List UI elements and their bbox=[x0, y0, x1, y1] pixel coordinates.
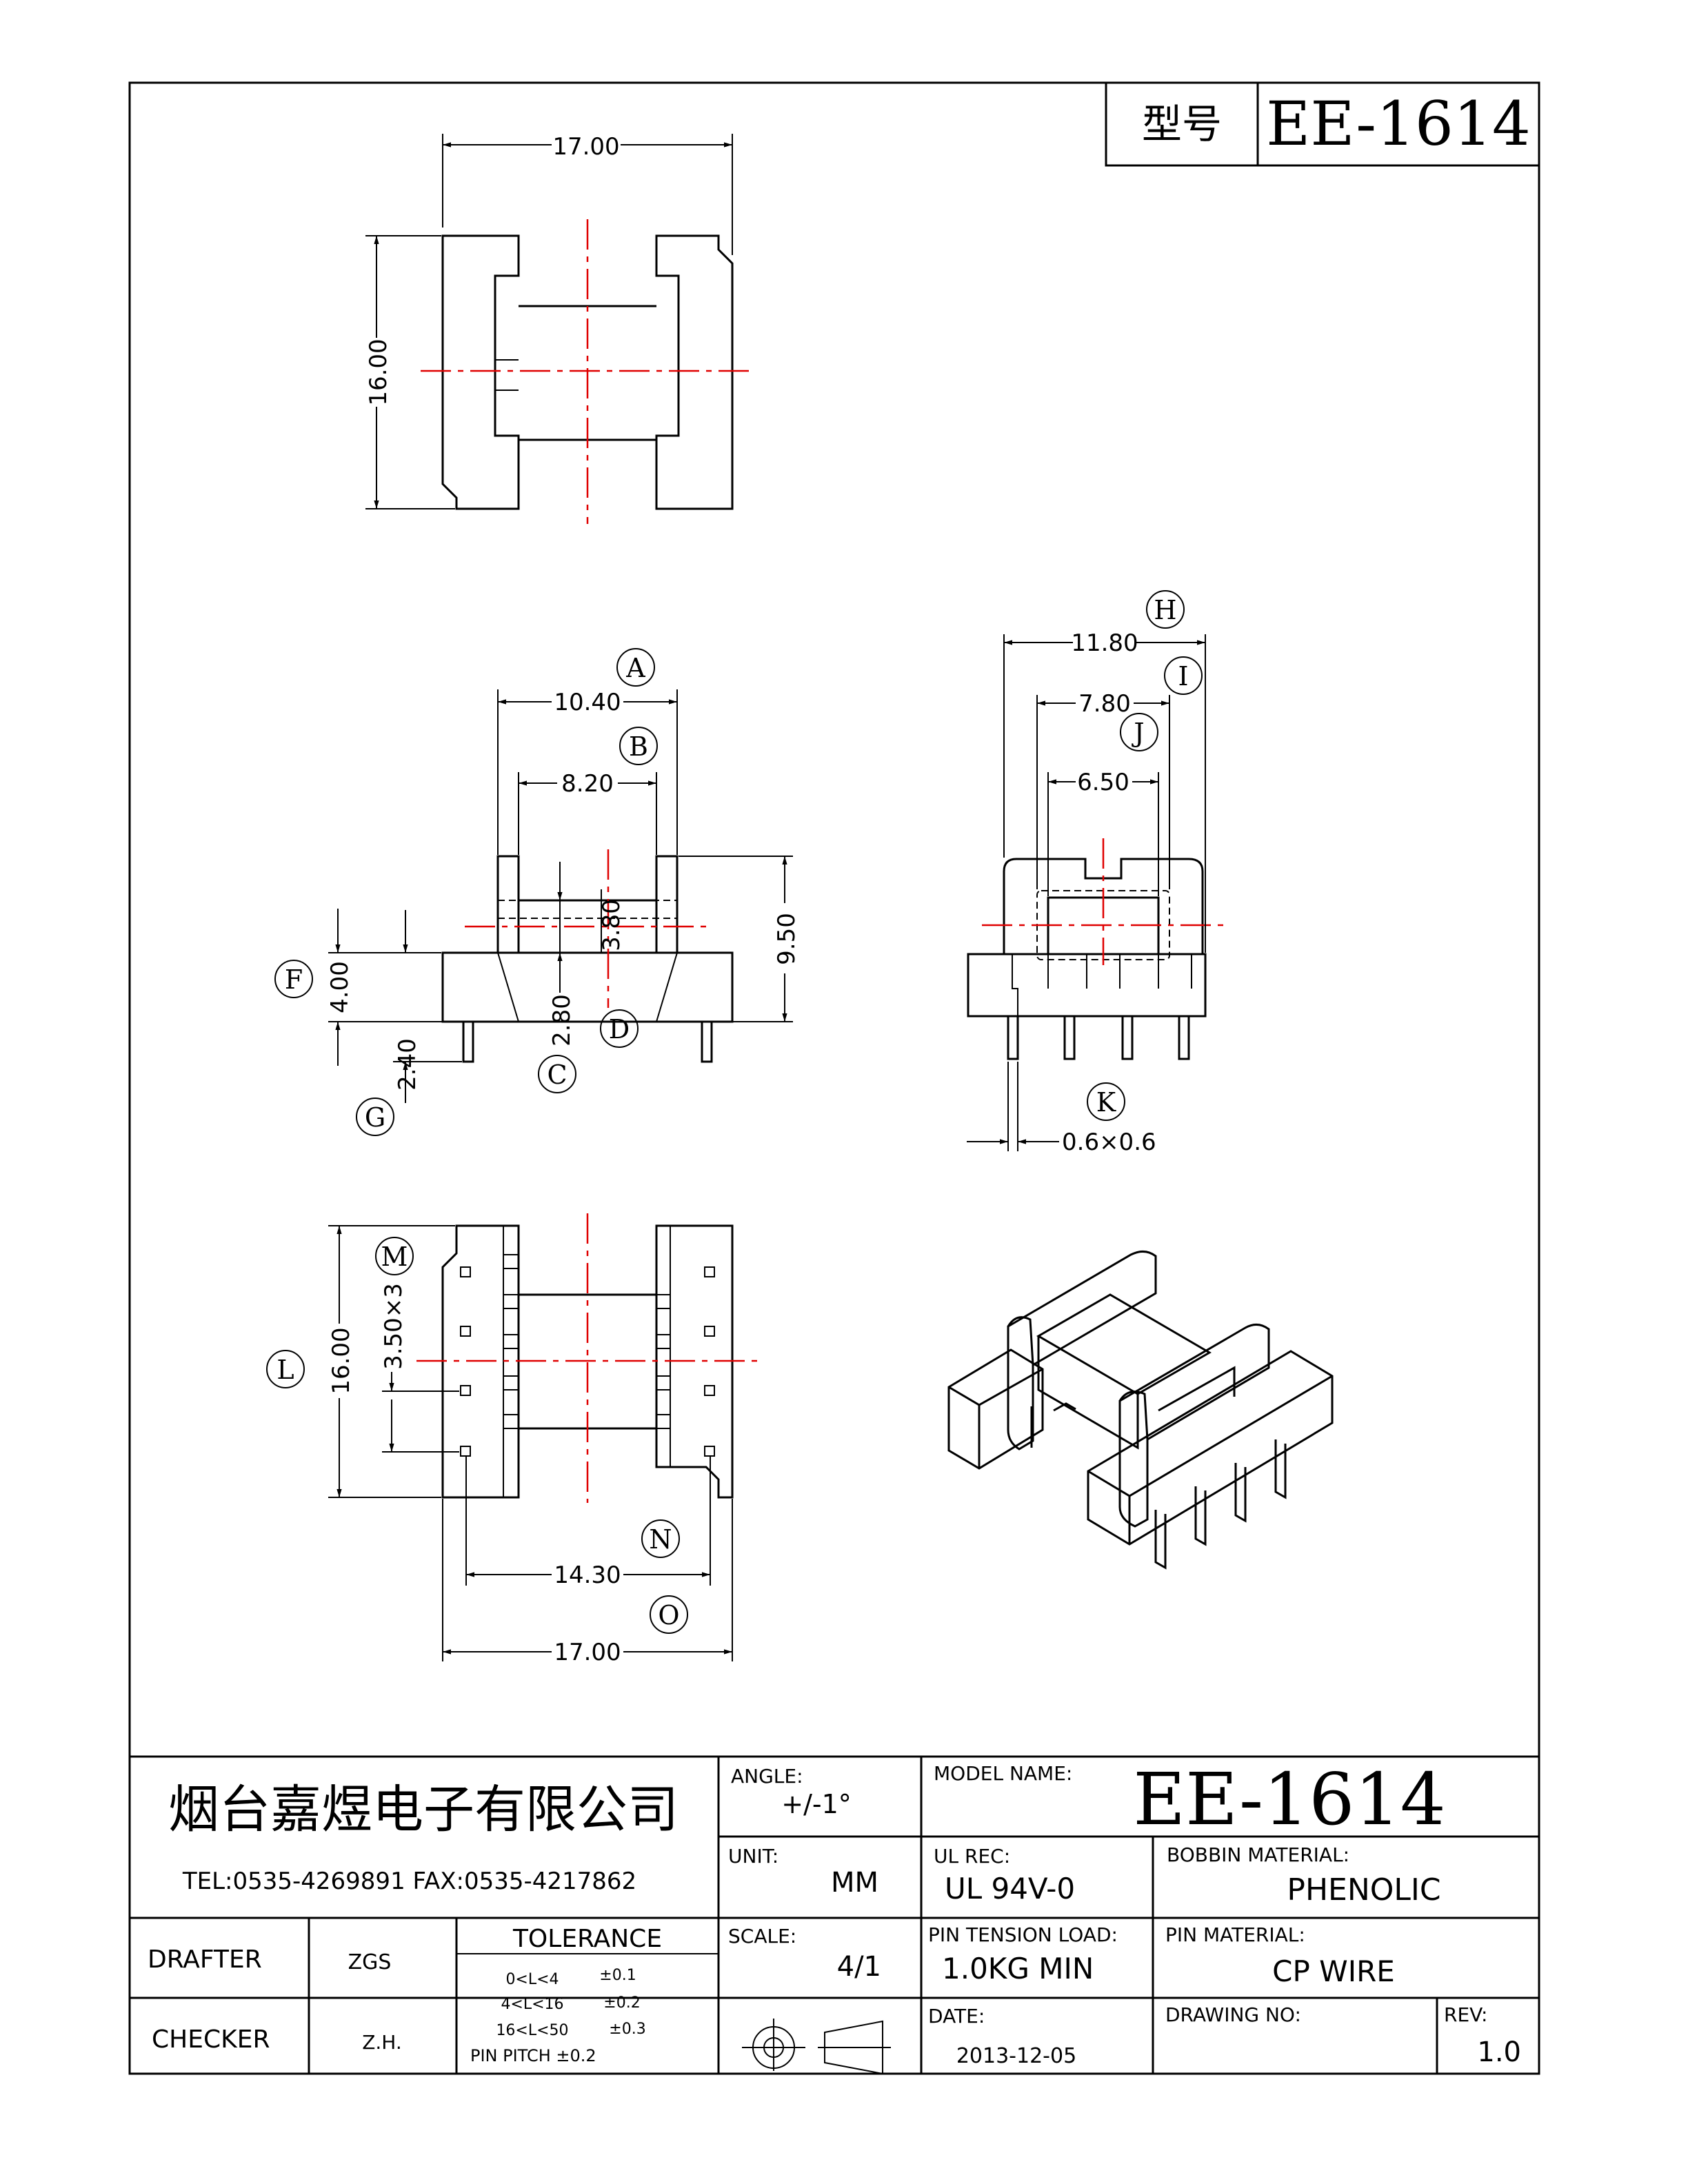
callout-b: B bbox=[629, 731, 648, 762]
rev-label: REV: bbox=[1444, 2003, 1487, 2026]
angle-label: ANGLE: bbox=[731, 1765, 803, 1788]
front-dim-d: 3.80 bbox=[598, 899, 625, 951]
callout-f-bubble bbox=[274, 960, 313, 998]
callout-k-bubble bbox=[1087, 1082, 1125, 1121]
callout-m-bubble bbox=[375, 1237, 414, 1275]
scale-value: 4/1 bbox=[837, 1951, 881, 1983]
tolerance-range-1: 4<L<16 bbox=[501, 1996, 563, 2013]
callout-a-bubble bbox=[616, 648, 655, 687]
ul-rec-value: UL 94V-0 bbox=[945, 1872, 1075, 1905]
ul-rec-label: UL REC: bbox=[934, 1845, 1010, 1868]
drafter-label: DRAFTER bbox=[148, 1945, 262, 1974]
header-model-box: 型号 EE-1614 bbox=[1105, 81, 1540, 167]
tolerance-value-1: ±0.2 bbox=[603, 1994, 640, 2012]
tolerance-range-2: 16<L<50 bbox=[496, 2022, 568, 2039]
callout-g: G bbox=[365, 1102, 385, 1133]
side-dim-j: 6.50 bbox=[1077, 769, 1129, 796]
sheet-border bbox=[128, 81, 1540, 2075]
pin-material-label: PIN MATERIAL: bbox=[1165, 1923, 1305, 1946]
side-dim-h: 11.80 bbox=[1071, 629, 1138, 657]
isometric-view bbox=[947, 1251, 1334, 1570]
callout-o-bubble bbox=[650, 1595, 688, 1634]
front-dim-c: 2.80 bbox=[548, 994, 576, 1046]
company-name: 烟台嘉煜电子有限公司 bbox=[168, 1780, 679, 1839]
side-dim-k: 0.6×0.6 bbox=[1062, 1129, 1156, 1156]
tolerance-value-0: ±0.1 bbox=[599, 1967, 636, 1984]
bottom-dim-m: 3.50×3 bbox=[380, 1283, 408, 1370]
top-width-dim: 17.00 bbox=[552, 133, 619, 161]
bottom-view: 16.00 L 3.50×3 M 14.30 N 17.00 O bbox=[266, 1213, 758, 1666]
callout-g-bubble bbox=[356, 1098, 394, 1136]
pin-tension-value: 1.0KG MIN bbox=[942, 1952, 1094, 1985]
front-dim-a: 10.40 bbox=[554, 689, 621, 716]
callout-h-bubble bbox=[1146, 590, 1185, 629]
checker-value: Z.H. bbox=[362, 2031, 402, 2054]
tolerance-value-2: ±0.3 bbox=[609, 2021, 645, 2038]
callout-d: D bbox=[609, 1014, 630, 1044]
callout-i-bubble bbox=[1164, 656, 1203, 695]
unit-value: MM bbox=[831, 1867, 878, 1899]
bottom-dim-l: 16.00 bbox=[328, 1327, 355, 1394]
header-model: EE-1614 bbox=[1266, 88, 1531, 159]
tolerance-title: TOLERANCE bbox=[512, 1925, 662, 1953]
callout-b-bubble bbox=[619, 727, 658, 765]
callout-i: I bbox=[1178, 661, 1188, 691]
date-value: 2013-12-05 bbox=[956, 2044, 1076, 2068]
callout-j: J bbox=[1131, 718, 1144, 748]
front-dim-g: 2.40 bbox=[394, 1038, 421, 1091]
type-label: 型号 bbox=[1142, 101, 1222, 148]
callout-a: A bbox=[625, 653, 645, 683]
top-height-dim: 16.00 bbox=[365, 338, 392, 405]
top-view: 17.00 16.00 bbox=[365, 133, 752, 524]
callout-l: L bbox=[277, 1355, 294, 1385]
side-view: 11.80 H 7.80 I 6.50 J 0.6×0.6 K bbox=[967, 590, 1225, 1156]
scale-label: SCALE: bbox=[728, 1925, 796, 1948]
callout-h: H bbox=[1154, 595, 1176, 625]
callout-o: O bbox=[658, 1600, 679, 1630]
contact-info: TEL:0535-4269891 FAX:0535-4217862 bbox=[182, 1868, 636, 1895]
callout-f: F bbox=[285, 964, 303, 995]
pin-material-value: CP WIRE bbox=[1272, 1954, 1395, 1988]
model-name: EE-1614 bbox=[1133, 1757, 1446, 1841]
front-dim-e: 9.50 bbox=[773, 913, 801, 965]
projection-symbol bbox=[742, 2019, 891, 2075]
pin-tension-label: PIN TENSION LOAD: bbox=[928, 1923, 1118, 1946]
callout-c: C bbox=[547, 1060, 567, 1090]
rev-value: 1.0 bbox=[1477, 2036, 1521, 2068]
unit-label: UNIT: bbox=[728, 1845, 778, 1868]
title-block: 烟台嘉煜电子有限公司 TEL:0535-4269891 FAX:0535-421… bbox=[130, 1755, 1539, 2075]
callout-n-bubble bbox=[641, 1519, 680, 1558]
model-name-label: MODEL NAME: bbox=[934, 1762, 1072, 1785]
callout-c-bubble bbox=[538, 1055, 576, 1093]
drafter-value: ZGS bbox=[348, 1950, 392, 1974]
pin-pitch: PIN PITCH ±0.2 bbox=[470, 2046, 596, 2065]
date-label: DATE: bbox=[928, 2005, 985, 2028]
front-view: 10.40 A 8.20 B 2.80 C 3.80 D 9.50 4.00 bbox=[274, 648, 801, 1136]
tolerance-range-0: 0<L<4 bbox=[505, 1971, 559, 1988]
bobbin-material-value: PHENOLIC bbox=[1287, 1872, 1440, 1908]
front-dim-b: 8.20 bbox=[561, 770, 614, 798]
callout-k: K bbox=[1096, 1087, 1116, 1118]
bottom-dim-n: 14.30 bbox=[554, 1561, 621, 1589]
callout-l-bubble bbox=[266, 1350, 305, 1388]
callout-j-bubble bbox=[1120, 713, 1158, 751]
angle-value: +/-1° bbox=[781, 1789, 852, 1819]
bottom-dim-o: 17.00 bbox=[554, 1639, 621, 1666]
front-dim-f: 4.00 bbox=[326, 961, 354, 1013]
bobbin-material-label: BOBBIN MATERIAL: bbox=[1167, 1843, 1349, 1866]
checker-label: CHECKER bbox=[152, 2025, 270, 2054]
side-dim-i: 7.80 bbox=[1078, 690, 1131, 718]
drawing-no-label: DRAWING NO: bbox=[1165, 2003, 1301, 2026]
callout-m: M bbox=[381, 1242, 408, 1272]
callout-d-bubble bbox=[600, 1009, 639, 1048]
callout-n: N bbox=[649, 1524, 672, 1555]
